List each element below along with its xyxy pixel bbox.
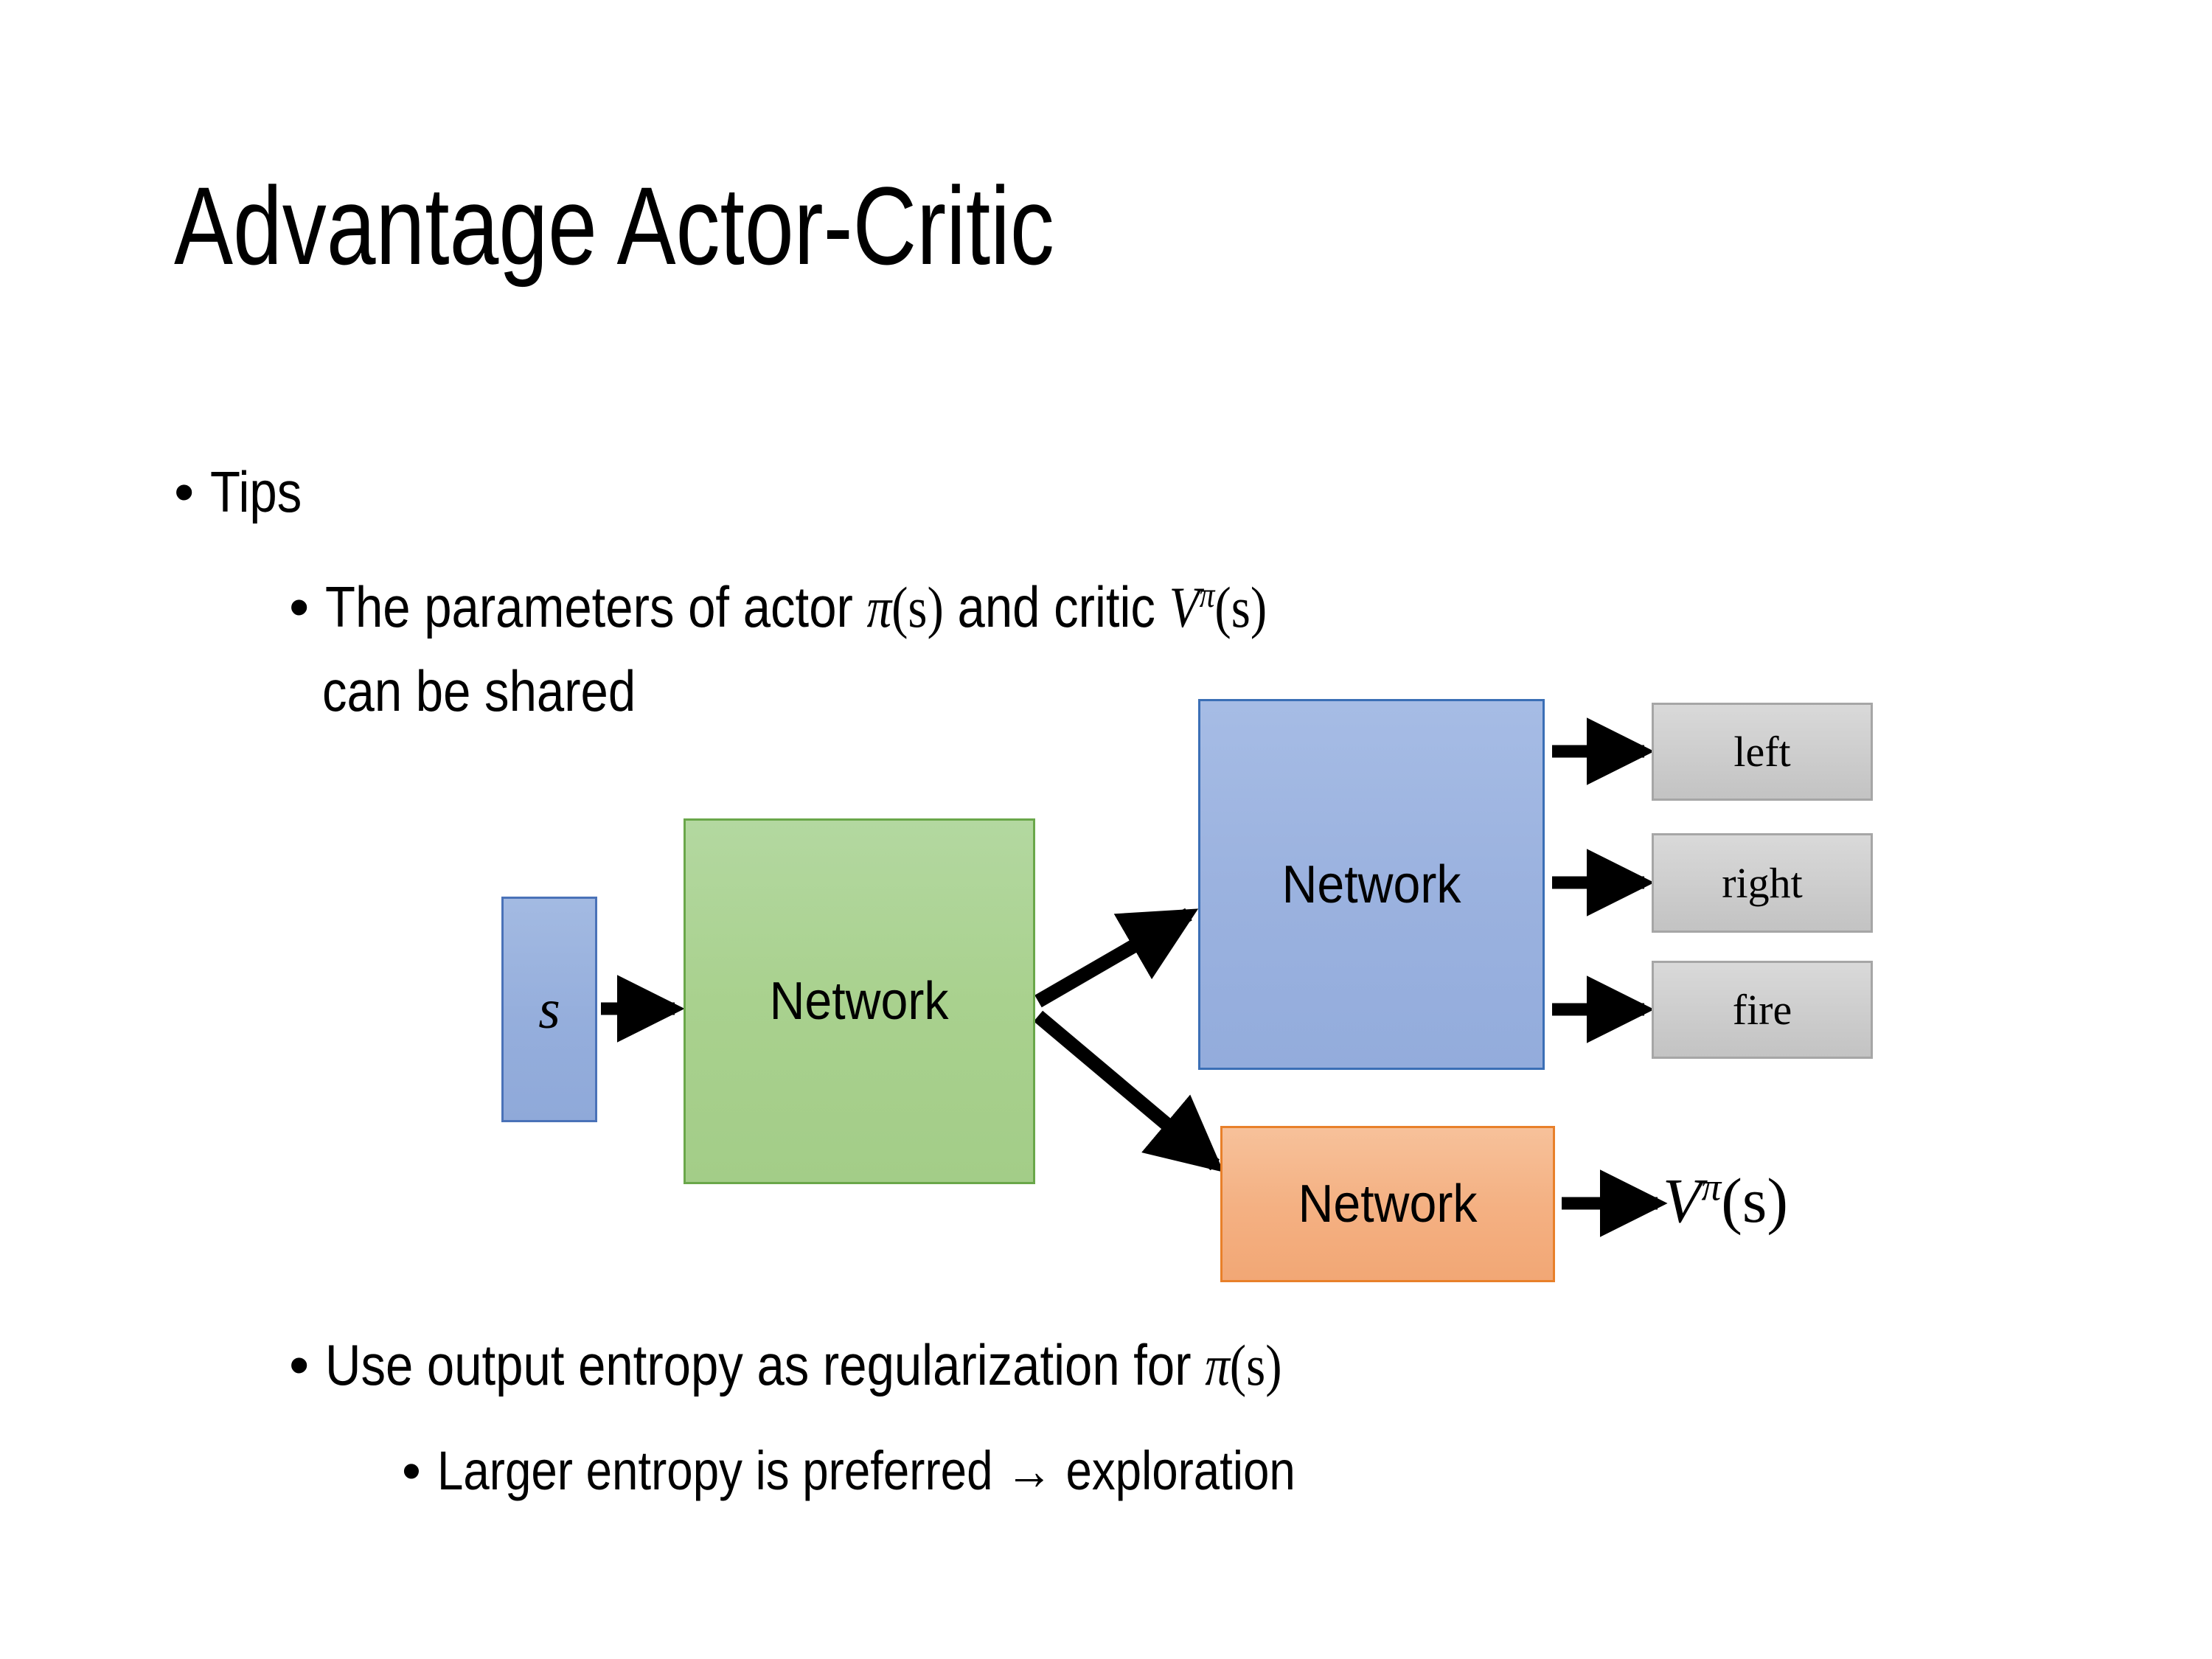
bullet-tips: •Tips [174, 459, 317, 526]
action-output-left: left [1652, 703, 1873, 801]
bullet-entropy-regularization: •Use output entropy as regularization fo… [289, 1332, 1438, 1399]
bullet-marker-icon: • [289, 574, 310, 639]
math-pi-argument: (s) [1230, 1333, 1282, 1397]
text-and-critic: and critic [944, 574, 1169, 639]
value-superscript-pi: π [1701, 1164, 1722, 1209]
state-input-box: s [501, 897, 597, 1122]
value-symbol: V [1663, 1165, 1702, 1236]
bullet-marker-icon: • [402, 1440, 421, 1501]
bullet-marker-icon: • [289, 1332, 310, 1397]
bullet-shared-parameters: •The parameters of actor π(s) and critic… [289, 574, 1420, 641]
bullet-shared-parameters-line1: The parameters of actor π(s) and critic … [325, 574, 1267, 641]
action-output-right: right [1652, 833, 1873, 933]
value-argument: (s) [1721, 1165, 1789, 1236]
bullet-larger-entropy: • Larger entropy is preferred → explorati… [402, 1439, 1435, 1502]
critic-network-box: Network [1220, 1126, 1555, 1282]
arrow-shared-to-critic [1033, 1010, 1224, 1172]
bullet-shared-parameters-line2: can be shared [289, 658, 686, 725]
math-pi-argument: (s) [891, 575, 945, 639]
action-output-fire: fire [1652, 961, 1873, 1059]
shared-network-box: Network [684, 818, 1035, 1184]
bullet-larger-entropy-label: Larger entropy is preferred → exploratio… [437, 1440, 1295, 1501]
math-v-argument: (s) [1214, 575, 1267, 639]
bullet-entropy-text: Use output entropy as regularization for… [325, 1332, 1282, 1399]
actor-network-box: Network [1198, 699, 1545, 1070]
math-v-symbol: V [1169, 575, 1200, 639]
bullet-tips-label: Tips [210, 459, 302, 524]
shared-network-label: Network [770, 972, 949, 1031]
math-pi-symbol: π [866, 575, 892, 639]
math-v-superscript-pi: π [1199, 576, 1215, 615]
action-output-fire-label: fire [1732, 986, 1792, 1034]
bullet-marker-icon: • [174, 459, 195, 524]
math-pi-symbol: π [1205, 1333, 1231, 1397]
actor-network-label: Network [1281, 855, 1461, 914]
action-output-left-label: left [1733, 728, 1791, 776]
action-output-right-label: right [1722, 859, 1803, 907]
critic-network-label: Network [1298, 1175, 1478, 1234]
text-can-be-shared: can be shared [322, 658, 636, 723]
text-use-output-entropy: Use output entropy as regularization for [325, 1332, 1206, 1397]
page-title: Advantage Actor-Critic [174, 164, 1054, 288]
text-the-parameters-of-actor: The parameters of actor [325, 574, 867, 639]
arrow-shared-to-actor [1034, 908, 1199, 1008]
state-input-label: s [538, 978, 560, 1040]
value-function-output: Vπ(s) [1663, 1164, 1788, 1237]
